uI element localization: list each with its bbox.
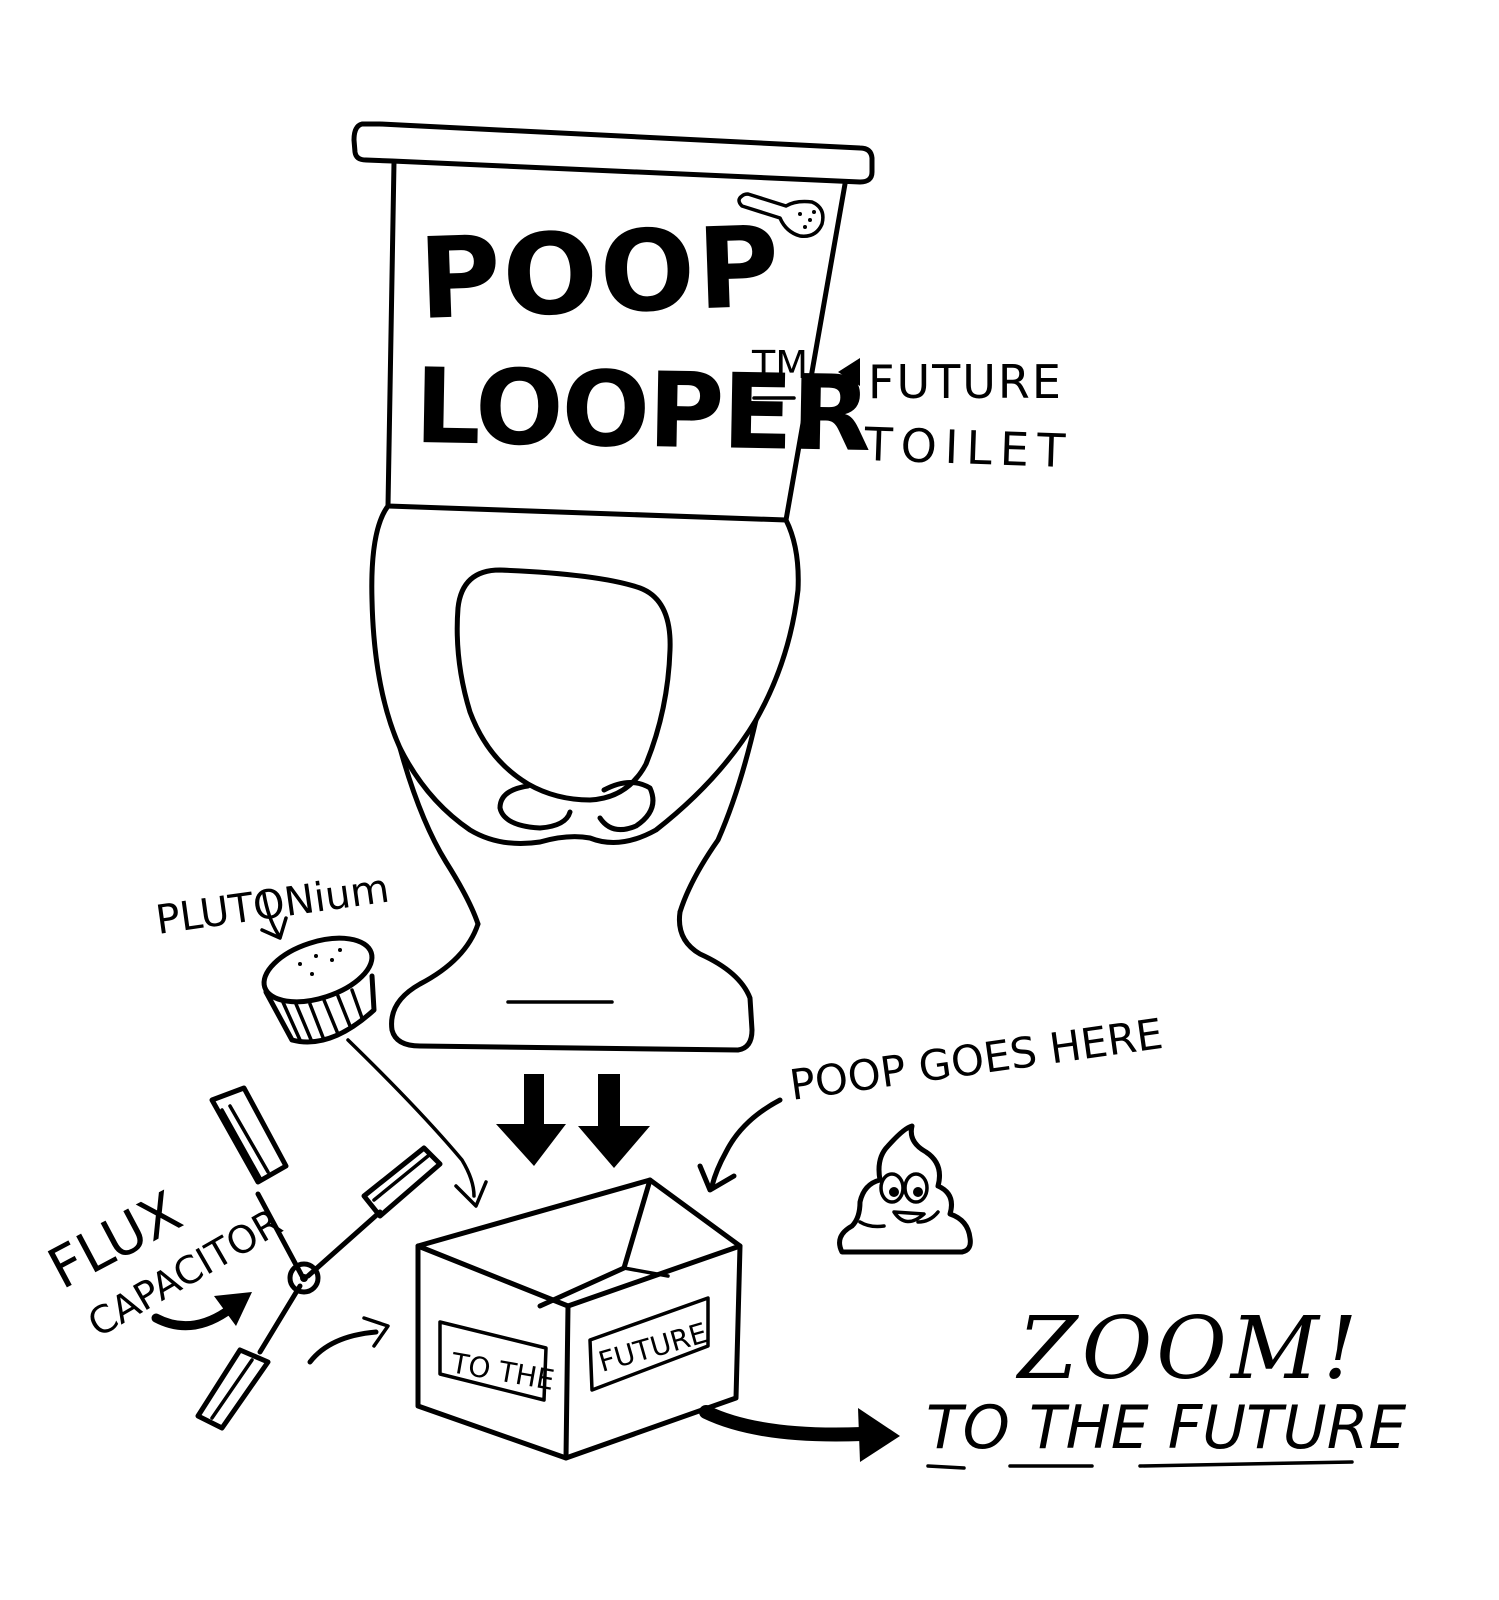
plutonium-canister-icon (261, 935, 377, 1045)
toilet-pedestal (389, 909, 755, 1053)
poop-emoji-icon (837, 1123, 973, 1255)
time-travel-box: TO THE FUTURE (415, 1177, 743, 1461)
poop-goes-here-callout: POOP GOES HERE (697, 1009, 1166, 1193)
tank-body (385, 159, 848, 523)
down-arrow-right-icon (578, 1074, 650, 1168)
tank-lid (351, 121, 875, 185)
down-arrow-left-icon (496, 1074, 566, 1166)
box-label-right: FUTURE (595, 1316, 711, 1378)
brand-line1: POOP (416, 202, 783, 345)
plutonium-callout: PLUTONium (153, 866, 392, 944)
toilet-tank: POOP LOOPER TM (351, 121, 875, 523)
bowl-rim (369, 503, 801, 846)
future-toilet-callout: FUTURE TOILET (838, 355, 1074, 478)
future-toilet-label-line1: FUTURE (868, 355, 1063, 409)
zoom-callout: ZOOM! TO THE FUTURE (699, 1299, 1406, 1470)
flush-handle-icon (737, 192, 825, 238)
flux-capacitor-icon (195, 1085, 443, 1431)
flux-arrow (307, 1329, 379, 1365)
toilet-bowl (369, 503, 801, 1053)
pointer-arrow-icon (838, 358, 860, 386)
poop-goes-here-label: POOP GOES HERE (787, 1009, 1166, 1110)
seat-opening (454, 567, 673, 803)
zoom-arrow-head-icon (858, 1408, 900, 1462)
plutonium-arrow (346, 1038, 476, 1198)
trademark-mark: TM (751, 343, 808, 387)
zoom-label: ZOOM! (1015, 1299, 1361, 1399)
brand-line2: LOOPER (414, 345, 871, 475)
plutonium-label: PLUTONium (153, 866, 392, 944)
flux-capacitor-callout: FLUX CAPACITOR (38, 1179, 289, 1346)
to-the-future-label: TO THE FUTURE (926, 1393, 1406, 1463)
future-toilet-label-line2: TOILET (863, 417, 1074, 478)
down-arrows (496, 1074, 650, 1168)
zoom-arrow (699, 1405, 869, 1442)
bowl-body (397, 745, 481, 927)
